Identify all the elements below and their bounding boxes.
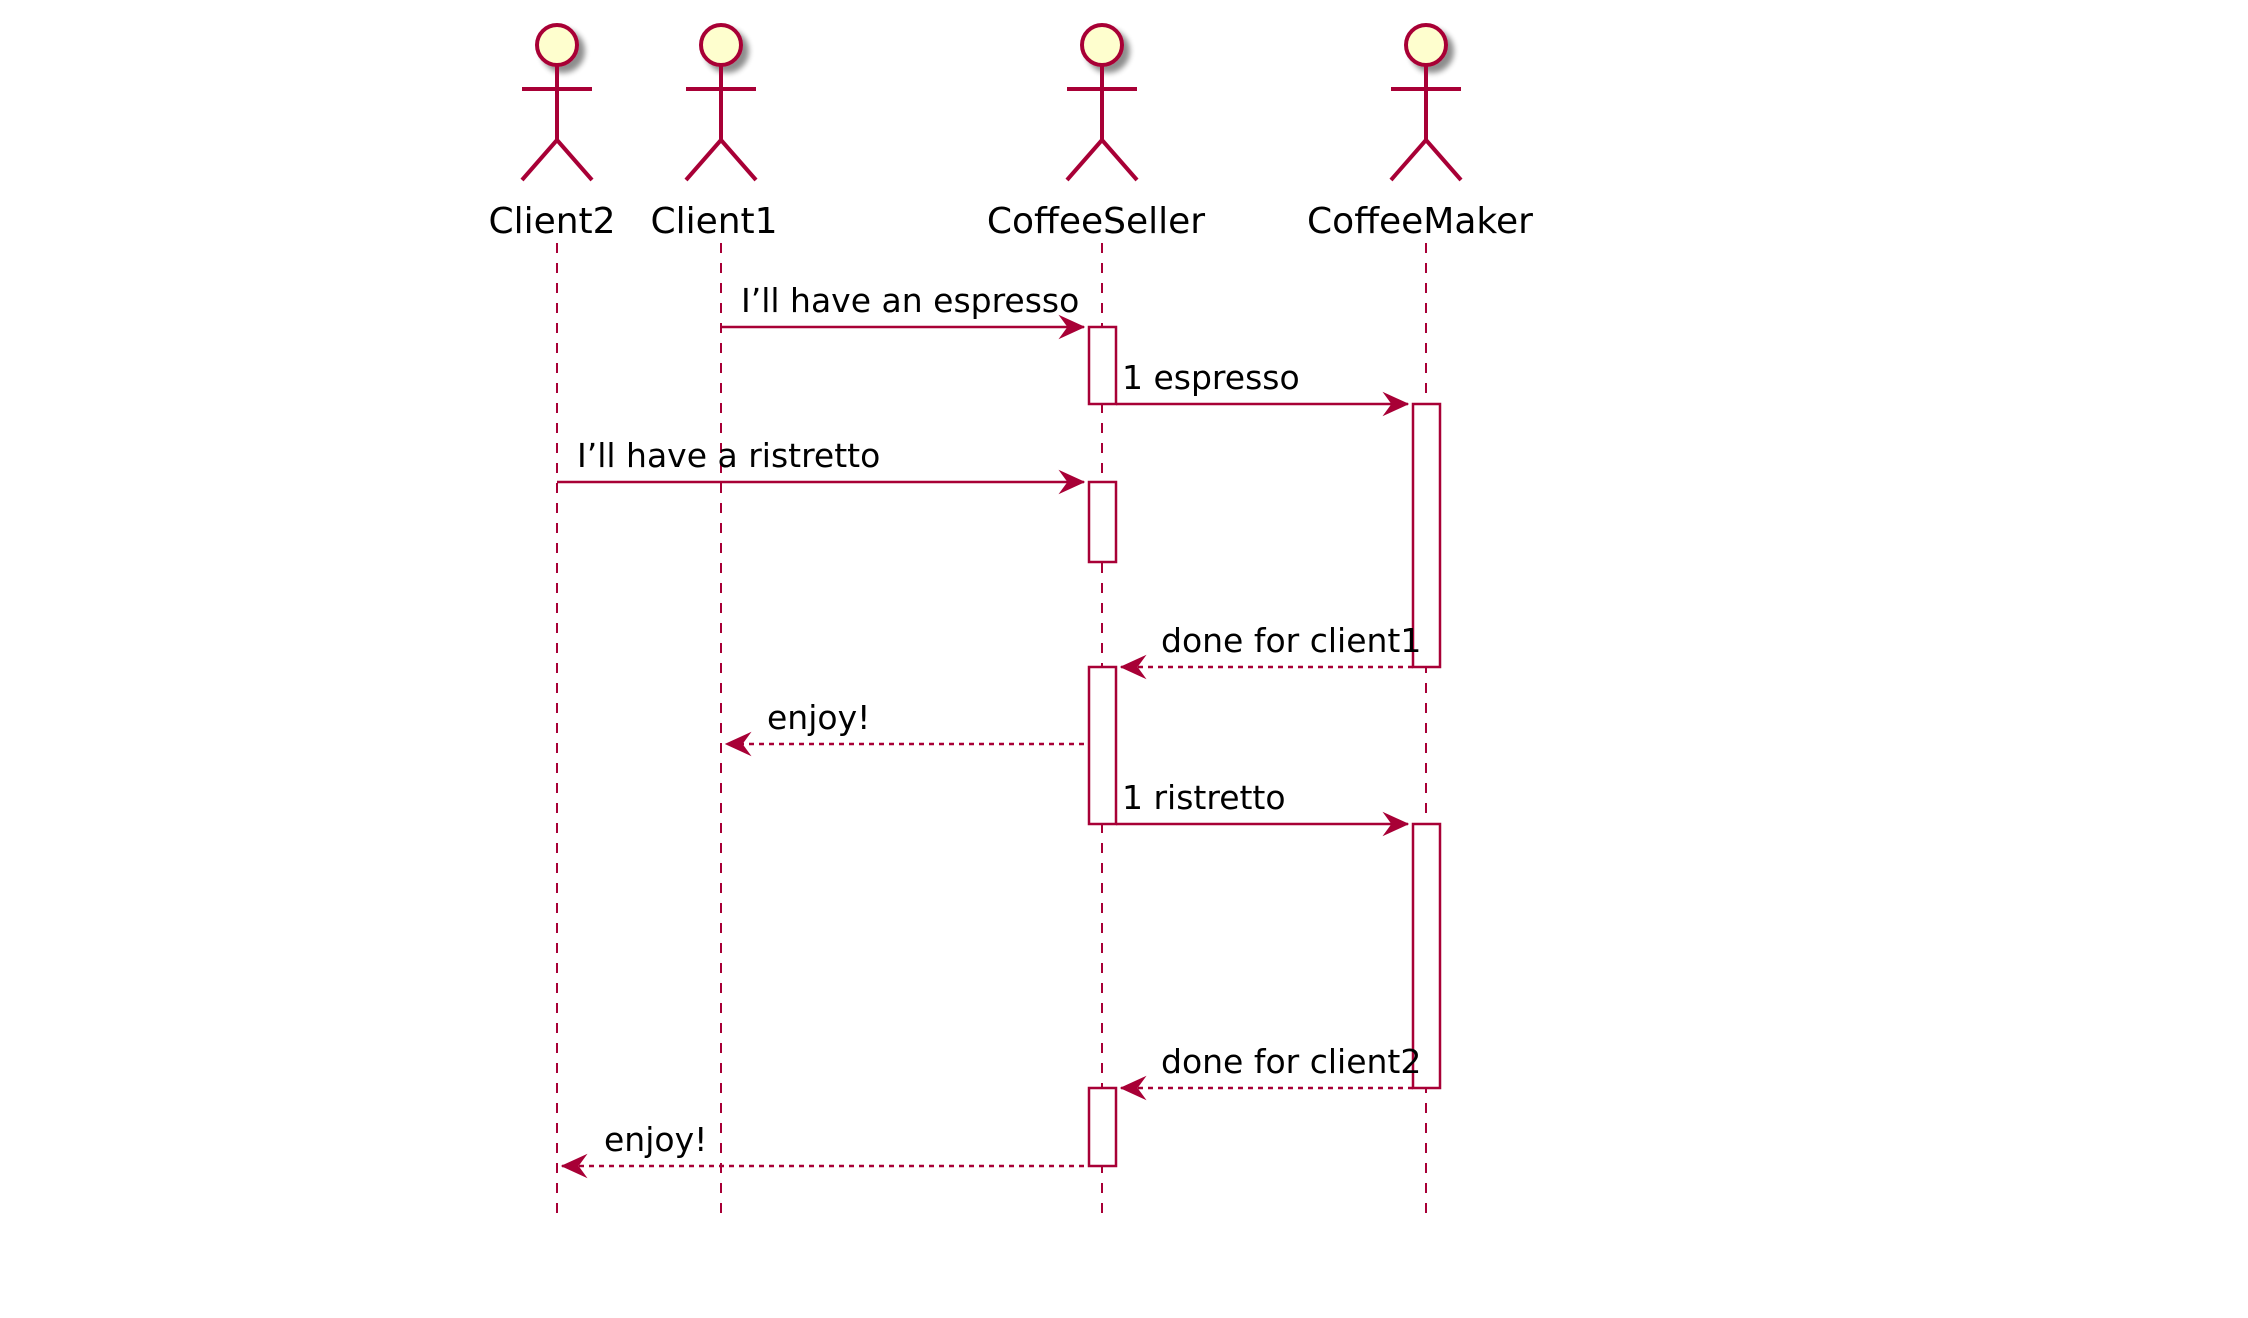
activation-coffeeseller-2 [1087,480,1118,564]
message-label: done for client1 [1161,621,1421,660]
messages: I’ll have an espresso 1 espresso I’ll ha… [557,281,1421,1179]
arrowhead-icon [1058,314,1086,340]
arrowhead-icon [724,731,752,757]
arrowhead-icon [1119,654,1147,680]
activation-coffeeseller-3 [1087,665,1118,826]
arrowhead-icon [560,1153,588,1179]
actor-label-client2: Client2 [488,201,615,242]
message-label: 1 ristretto [1122,778,1286,817]
message-label: I’ll have a ristretto [577,436,880,475]
activation-coffeeseller-1 [1087,325,1118,406]
actor-stick-figure-icon [1065,23,1139,182]
actor-client2: Client2 [488,23,616,242]
message-3: I’ll have a ristretto [557,436,1086,495]
message-1: I’ll have an espresso [721,281,1086,340]
actor-stick-figure-icon [520,23,594,182]
message-2: 1 espresso [1116,358,1410,417]
actor-label-client1: Client1 [650,201,777,242]
message-4: done for client1 [1119,621,1421,680]
actor-label-coffeeseller: CoffeeSeller [987,201,1205,242]
activation-bars [1087,325,1442,1168]
actor-stick-figure-icon [684,23,758,182]
actor-stick-figure-icon [1389,23,1463,182]
actor-coffeemaker: CoffeeMaker [1307,23,1533,242]
actor-coffeeseller: CoffeeSeller [987,23,1205,242]
message-label: I’ll have an espresso [741,281,1079,320]
message-label: enjoy! [767,698,870,737]
arrowhead-icon [1382,811,1410,837]
arrowhead-icon [1119,1075,1147,1101]
message-6: 1 ristretto [1116,778,1410,837]
message-5: enjoy! [724,698,1084,757]
arrowhead-icon [1382,391,1410,417]
message-7: done for client2 [1119,1042,1421,1101]
activation-coffeemaker-1 [1411,402,1442,669]
message-label: enjoy! [604,1120,707,1159]
message-label: 1 espresso [1122,358,1300,397]
actor-client1: Client1 [650,23,778,242]
message-label: done for client2 [1161,1042,1421,1081]
activation-coffeeseller-4 [1087,1086,1118,1168]
message-8: enjoy! [560,1120,1084,1179]
actor-label-coffeemaker: CoffeeMaker [1307,201,1533,242]
activation-coffeemaker-2 [1411,822,1442,1090]
arrowhead-icon [1058,469,1086,495]
